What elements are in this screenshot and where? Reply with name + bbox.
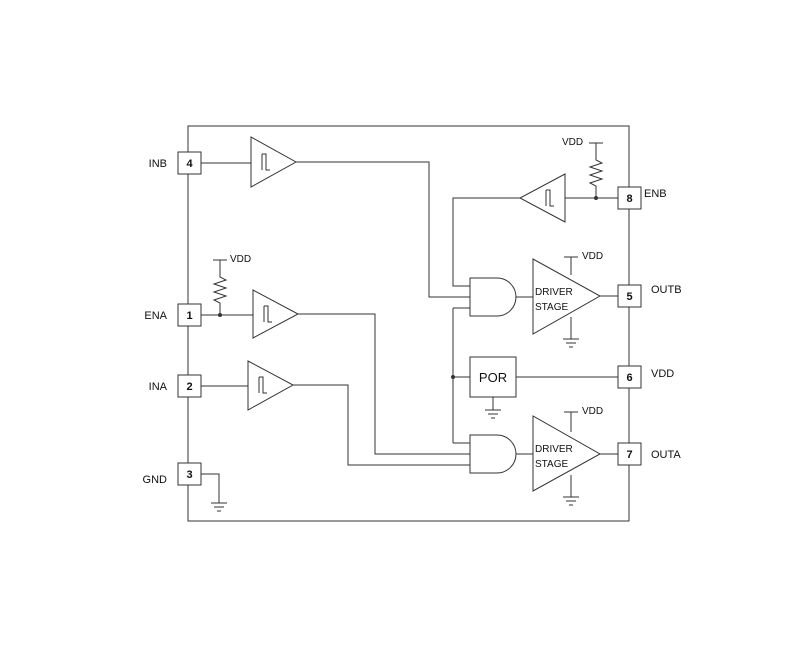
- pin-number: 1: [186, 310, 192, 322]
- pin-vdd: 6 VDD: [617, 365, 674, 389]
- hysteresis-symbol: [258, 376, 267, 394]
- vdd-label-driver-b: VDD: [582, 251, 603, 262]
- pin-number: 5: [626, 291, 632, 303]
- pin-number: 7: [626, 449, 632, 461]
- pin-label: VDD: [651, 368, 674, 380]
- pin-outa: 7 OUTA: [617, 442, 681, 466]
- pin-label: ENB: [644, 188, 667, 200]
- wire-enb-to-gate-b: [452, 197, 520, 287]
- driver-label-line2: STAGE: [535, 302, 568, 313]
- wire-ena-to-gate-a: [298, 313, 470, 455]
- wire-por-enable: [452, 307, 470, 444]
- and-gate-a: [469, 434, 517, 474]
- pin-number: 4: [186, 158, 193, 170]
- hysteresis-symbol: [545, 189, 554, 207]
- pin-number: 6: [626, 372, 632, 384]
- pin-label: INB: [149, 158, 167, 170]
- ground-symbol-driver-a: [563, 496, 579, 506]
- driver-stage-a: DRIVER STAGE: [532, 415, 602, 492]
- pin-outb: 5 OUTB: [617, 284, 682, 308]
- wire-driver-a-vdd: [564, 411, 578, 432]
- schmitt-buffer-inb: [250, 136, 298, 188]
- pullup-resistor-ena: [212, 259, 228, 315]
- hysteresis-symbol: [261, 153, 270, 171]
- wire-gnd: [201, 473, 220, 503]
- pin-label: ENA: [144, 310, 167, 322]
- driver-label-line1: DRIVER: [535, 444, 573, 455]
- and-gate-b: [469, 277, 517, 317]
- schmitt-buffer-ena: [252, 289, 300, 339]
- schmitt-buffer-ina: [247, 360, 295, 411]
- pin-gnd: 3 GND: [143, 462, 202, 486]
- driver-label-line2: STAGE: [535, 459, 568, 470]
- driver-label-line1: DRIVER: [535, 287, 573, 298]
- pin-number: 8: [626, 193, 632, 205]
- vdd-label-enb: VDD: [562, 137, 583, 148]
- driver-stage-b: DRIVER STAGE: [532, 258, 602, 335]
- ground-symbol-por: [485, 409, 501, 419]
- pin-inb: 4 INB: [149, 151, 202, 175]
- schmitt-buffer-enb: [518, 173, 566, 223]
- vdd-label-driver-a: VDD: [582, 406, 603, 417]
- por-block: POR: [469, 356, 517, 398]
- pin-number: 3: [186, 469, 192, 481]
- vdd-label-ena: VDD: [230, 254, 251, 265]
- ground-symbol-driver-b: [563, 338, 579, 348]
- pin-enb: 8 ENB: [617, 186, 667, 210]
- pin-label: INA: [149, 381, 168, 393]
- por-label: POR: [479, 370, 507, 385]
- pin-number: 2: [186, 381, 192, 393]
- wire-driver-b-vdd: [564, 256, 578, 275]
- hysteresis-symbol: [263, 305, 272, 323]
- wire-inb-to-gate-b: [296, 161, 470, 298]
- ground-symbol-gnd: [211, 502, 227, 512]
- pin-label: GND: [143, 474, 168, 486]
- pin-ena: 1 ENA: [144, 303, 202, 327]
- pin-ina: 2 INA: [149, 374, 202, 398]
- pin-label: OUTB: [651, 284, 682, 296]
- pin-label: OUTA: [651, 449, 681, 461]
- wire-ina-to-gate-a: [293, 384, 470, 466]
- pullup-resistor-enb: [588, 142, 604, 198]
